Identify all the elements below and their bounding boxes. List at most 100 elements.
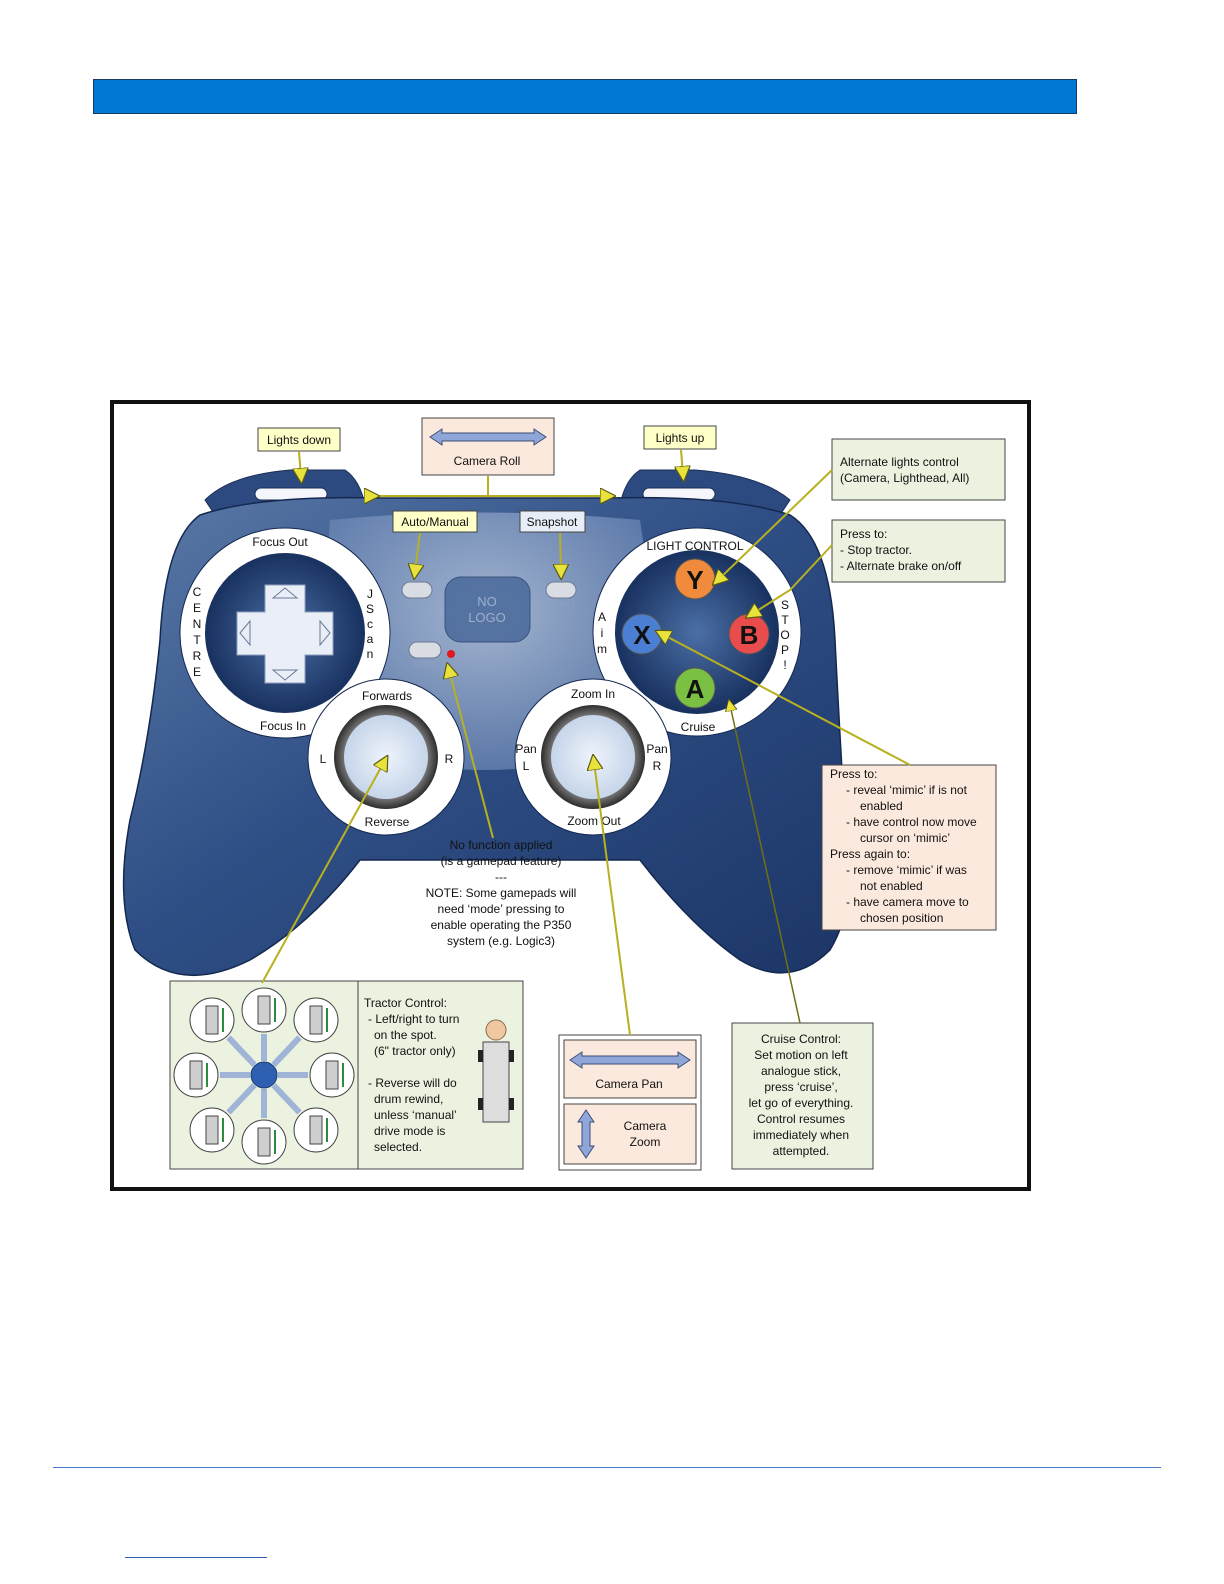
cruise_control-line: attempted. [773,1144,830,1158]
cruise-control-text: Cruise Control:Set motion on leftanalogu… [749,1032,854,1158]
camera-zoom-line-2: Zoom [630,1135,661,1149]
stop-tractor-line-2: - Stop tractor. [840,543,912,557]
direction-arrow-icon [271,1083,302,1115]
lights-down-connector [299,451,301,476]
aim_letters-letter: m [597,642,607,656]
mini-tractor-icon [309,1115,323,1145]
mode_note-line: (is a gamepad feature) [441,854,562,868]
centre_letters-letter: E [193,601,201,615]
zoom-out-label: Zoom Out [567,814,621,828]
pan-l-label-2: L [523,759,530,773]
mimic-line: enabled [860,799,903,813]
camera-pan-connector [594,762,631,1036]
dpad-up-arrow-icon[interactable] [271,587,299,599]
a-button[interactable] [674,667,716,709]
mini-tractor-icon [309,1005,323,1035]
mode_note-line: need ‘mode’ pressing to [438,902,565,916]
lights-up-connector [681,449,683,474]
right-analogue-stick[interactable] [551,715,635,799]
mode_note-line: No function applied [450,838,553,852]
mode-label: MODE [413,660,437,669]
left-analogue-stick[interactable] [344,715,428,799]
pan-r-label-1: Pan [646,742,667,756]
mode-led-icon [447,650,455,658]
mimic-text: Press to:- reveal ‘mimic’ if is notenabl… [830,767,977,925]
mode-note-text: No function applied (is a gamepad feature… [426,838,577,948]
dpad-left-arrow-icon[interactable] [239,619,251,647]
logo-box [444,576,531,643]
tractor-wheel-icon-1 [478,1050,483,1062]
snapshot-box [519,510,586,533]
mode_note-line: NOTE: Some gamepads will [426,886,577,900]
snapshot-label: Snapshot [527,515,578,529]
tractor-direction-icons [173,987,355,1165]
stop-tractor-connector [752,544,833,614]
mode_note-line: --- [495,870,507,884]
start-button[interactable] [545,581,577,599]
alternate-lights-line-1: Alternate lights control [840,455,959,469]
lights-up-box [643,425,717,450]
snapshot-connector [560,532,561,572]
cruise_control-line: let go of everything. [749,1096,854,1110]
jscan_letters-letter: a [367,632,374,646]
camera-pan-arrow-icon [569,1051,691,1069]
mini-tractor-icon [189,1060,203,1090]
direction-arrow-icon [226,1035,257,1067]
tractor-control-connector [261,762,384,984]
mimic-line: - remove ‘mimic’ if was [846,863,967,877]
centre_letters-letter: E [193,665,201,679]
tractor-body-icon [482,1041,510,1123]
stop_letters-letter: T [781,613,789,627]
mini-tractor-icon [205,1005,219,1035]
alternate-lights-box [831,438,1006,501]
pan-l-label-1: Pan [515,742,536,756]
back-button[interactable] [401,581,433,599]
dpad[interactable] [236,584,334,684]
left-stick-l-label: L [320,752,327,766]
direction-arrow-icon [271,1035,302,1067]
camera-zoom-line-1: Camera [624,1119,667,1133]
tractor-control-line: drive mode is [374,1124,445,1138]
mimic-line: not enabled [860,879,923,893]
tractor-wheel-icon-2 [509,1050,514,1062]
mimic-line: chosen position [860,911,943,925]
logo-line-2: LOGO [468,610,506,625]
lights-down-box [257,427,341,452]
stop_letters-letter: P [781,643,789,657]
tractor-wheel-icon-4 [509,1098,514,1110]
dpad-right-arrow-icon[interactable] [319,619,331,647]
header-bar [93,79,1077,114]
forwards-label: Forwards [362,689,412,703]
auto-manual-box [392,510,478,533]
lights-up-label: Lights up [656,431,705,445]
left-stick-r-label: R [445,752,454,766]
cruise_control-line: analogue stick, [761,1064,841,1078]
centre_letters-letter: R [193,649,202,663]
jscan_letters-letter: J [367,587,373,601]
stop_letters-letter: S [781,598,789,612]
mini-tractor-icon [205,1115,219,1145]
centre_letters-letter: C [193,585,202,599]
cruise_control-line: Cruise Control: [761,1032,841,1046]
camera-pan-label: Camera Pan [595,1077,662,1091]
direction-arrow-icon [226,1083,257,1115]
y-button-label: Y [686,565,703,595]
aim_letters-letter: i [601,626,604,640]
cruise-control-box [731,1022,874,1170]
jscan_letters-letter: c [367,617,373,631]
dpad-down-arrow-icon[interactable] [271,669,299,681]
mode-button[interactable] [408,641,442,659]
cruise_control-line: immediately when [753,1128,849,1142]
stop_letters-letter: ! [783,658,786,672]
mini-tractor-icon [257,995,271,1025]
tractor-control-line: unless ‘manual’ [374,1108,457,1122]
jscan_letters-letter: S [366,602,374,616]
tractor-control-line: on the spot. [374,1028,437,1042]
mini-tractor-icon [257,1127,271,1157]
centre_letters-letter: N [193,617,202,631]
mimic-line: Press to: [830,767,877,781]
tractor-control-line: - Left/right to turn [368,1012,459,1026]
